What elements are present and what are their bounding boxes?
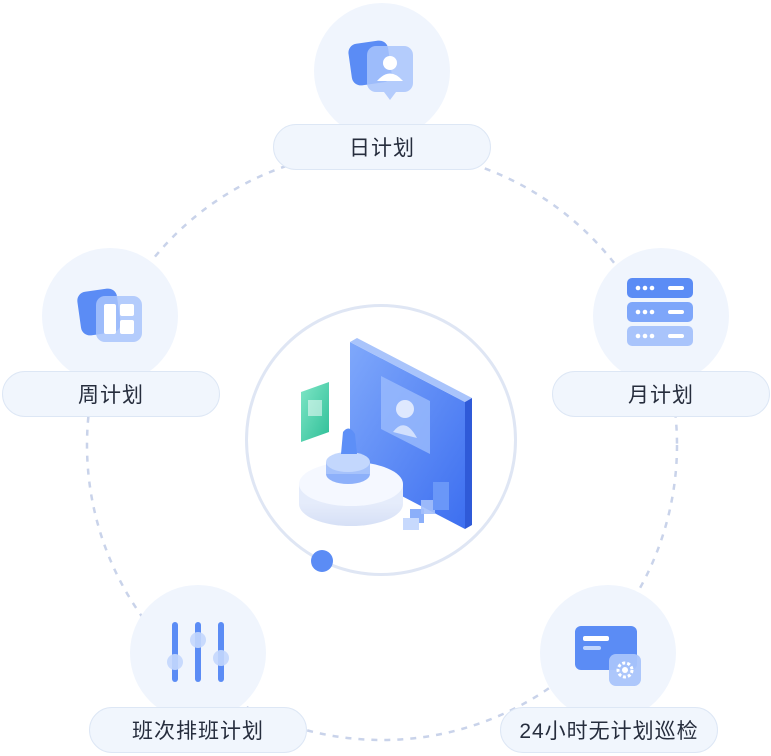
node-label: 月计划 (552, 371, 770, 417)
user-profile-icon (348, 40, 413, 100)
card-settings-icon (575, 626, 641, 686)
sliders-icon (167, 622, 229, 682)
node-label: 24小时无计划巡检 (500, 707, 718, 753)
center-dot (311, 550, 333, 572)
node-label: 周计划 (2, 371, 220, 417)
layout-grid-icon (77, 288, 142, 342)
server-stack-icon (627, 278, 693, 346)
monitor-scene-icon (299, 338, 472, 530)
node-label: 班次排班计划 (89, 707, 307, 753)
node-label: 日计划 (273, 124, 491, 170)
